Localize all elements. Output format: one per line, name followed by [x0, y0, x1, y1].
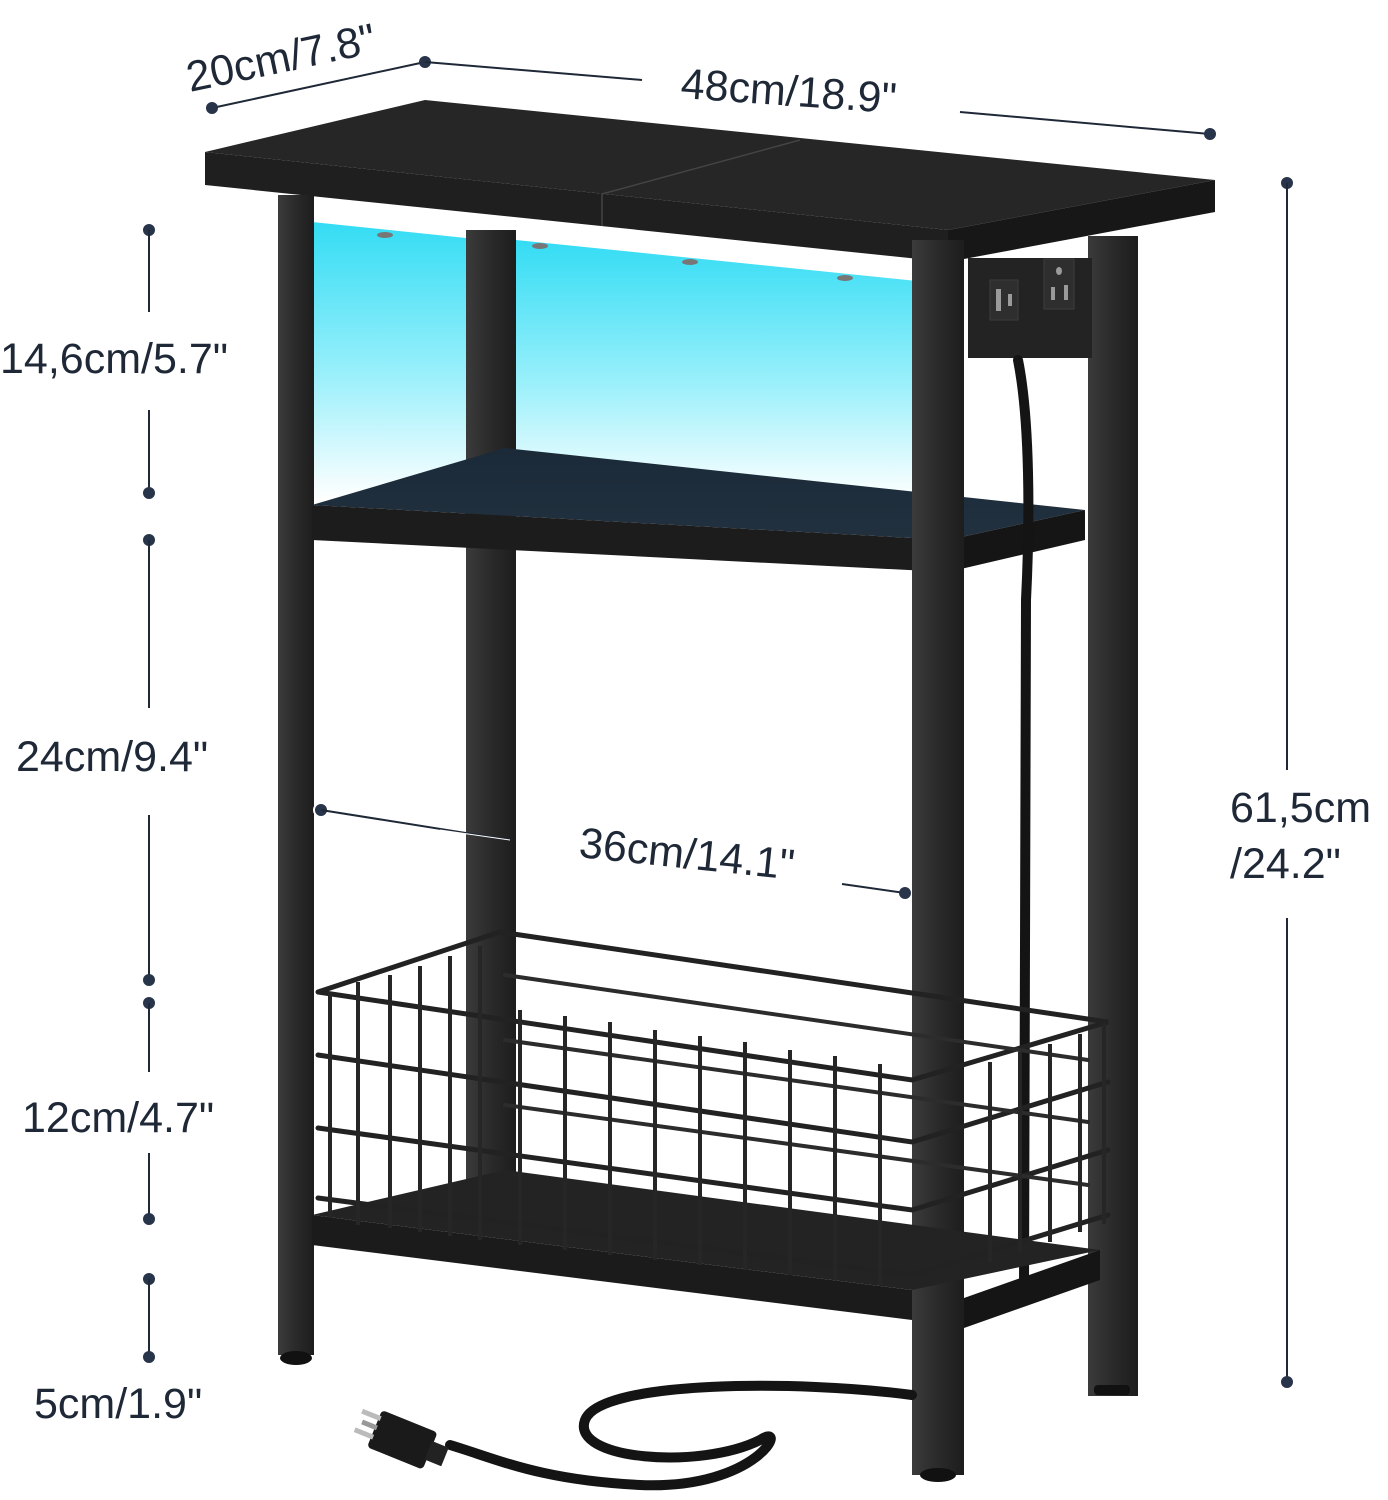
end-table-illustration	[205, 100, 1215, 1491]
back-left-leg	[466, 230, 516, 1230]
front-left-leg	[278, 195, 314, 1355]
bottom-shelf	[312, 1170, 1100, 1328]
top-shelf-gap-label: 14,6cm/5.7"	[0, 335, 228, 383]
led-glow-left	[312, 222, 466, 500]
front-right-leg	[912, 240, 964, 1475]
power-cord-with-plug	[353, 1380, 917, 1491]
dimension-top-shelf-gap: 14,6cm/5.7"	[0, 224, 228, 499]
middle-gap-label: 24cm/9.4"	[16, 733, 208, 781]
width-label: 48cm/18.9"	[679, 60, 898, 123]
foot-pad	[920, 1468, 956, 1482]
internal-power-cord	[1013, 355, 1034, 1295]
dimension-inner-width: 36cm/14.1"	[313, 802, 911, 899]
ac-outlet	[1043, 258, 1075, 310]
plug-icon	[353, 1408, 449, 1469]
usb-port	[989, 279, 1019, 321]
total-height-label-line1: 61,5cm	[1230, 784, 1371, 832]
dimension-basket-height: 12cm/4.7"	[22, 997, 214, 1225]
dimension-floor-clearance: 5cm/1.9"	[34, 1273, 202, 1428]
basket-height-label: 12cm/4.7"	[22, 1094, 214, 1142]
back-right-foot	[1094, 1385, 1130, 1395]
inner-width-label: 36cm/14.1"	[577, 819, 797, 889]
dimension-total-height: 61,5cm /24.2"	[1230, 177, 1371, 1388]
tabletop	[205, 100, 1215, 262]
dimension-middle-gap: 24cm/9.4"	[16, 534, 208, 986]
depth-label: 20cm/7.8"	[182, 15, 380, 102]
power-outlet-panel	[968, 258, 1092, 358]
middle-shelf	[312, 448, 1085, 572]
led-lights	[377, 232, 853, 281]
wire-basket	[315, 929, 1111, 1285]
dimension-depth: 20cm/7.8"	[182, 15, 431, 114]
led-glow-right	[516, 240, 946, 500]
floor-clearance-label: 5cm/1.9"	[34, 1380, 202, 1428]
total-height-label-line2: /24.2"	[1230, 840, 1341, 888]
back-right-leg	[1088, 236, 1138, 1396]
foot-pad	[280, 1351, 312, 1365]
